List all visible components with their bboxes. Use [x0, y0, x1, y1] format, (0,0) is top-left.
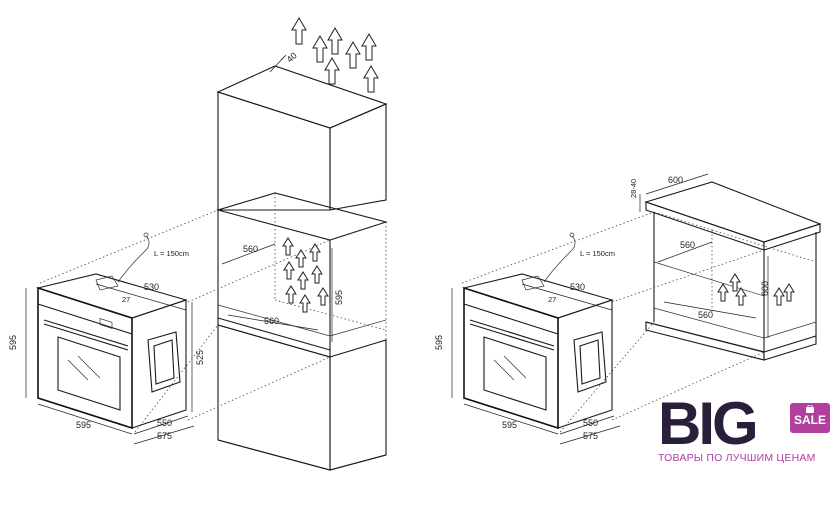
- dim-top-depth: 530: [144, 282, 159, 292]
- logo-wordmark: BIG: [658, 390, 759, 457]
- dim-niche-height: 595: [334, 290, 344, 305]
- dim-top-gap-right: 27: [548, 295, 556, 304]
- dim-side-height: 525: [195, 350, 205, 365]
- oven-left: [35, 232, 188, 430]
- oven-right: [461, 232, 614, 430]
- column-cabinet: [215, 65, 388, 471]
- dim-width: 595: [76, 420, 91, 430]
- airflow-arrows-counter: [717, 273, 795, 306]
- dim-depth-total-right: 575: [583, 431, 598, 441]
- dim-niche-width: 560: [243, 244, 258, 254]
- dim-depth-body-right: 550: [583, 418, 598, 428]
- guide-lines-right: [461, 211, 765, 433]
- shopping-bag-icon: [806, 405, 814, 413]
- dim-top-gap-oven: 27: [122, 295, 130, 304]
- dim-height: 595: [8, 335, 18, 350]
- airflow-arrows-niche: [282, 237, 329, 313]
- counter-cabinet: [644, 181, 822, 361]
- dim-depth-total: 575: [157, 431, 172, 441]
- dim-counter-niche-width: 560: [680, 240, 695, 250]
- cabinet-dimensions: 40 560 560 595: [221, 50, 344, 342]
- dim-gap: 28-40: [629, 179, 638, 198]
- guide-lines-left: [39, 209, 331, 433]
- dim-counter-niche-height: 600: [760, 281, 770, 296]
- counter-dimensions: 28-40 600 560 560 600: [629, 173, 770, 338]
- cable-label-right: L = 150cm: [580, 249, 615, 258]
- oven-left-dimensions: L = 150cm 595 595 530 27 525 550 575: [8, 249, 205, 445]
- oven-right-dimensions: L = 150cm 595 595 530 27 550 575: [434, 249, 621, 445]
- cable-label-left: L = 150cm: [154, 249, 189, 258]
- dim-depth-body: 550: [157, 418, 172, 428]
- dim-counter-niche-width-bottom: 560: [698, 310, 713, 320]
- airflow-arrows-top: [291, 17, 379, 93]
- logo-sale-text: SALE: [793, 413, 826, 427]
- dim-height-right: 595: [434, 335, 444, 350]
- dim-top-depth-right: 530: [570, 282, 585, 292]
- logo-sale-badge: SALE: [790, 403, 830, 433]
- dim-counter-depth: 600: [668, 175, 683, 185]
- dim-width-right: 595: [502, 420, 517, 430]
- logo-tagline: ТОВАРЫ ПО ЛУЧШИМ ЦЕНАМ: [658, 452, 816, 464]
- dim-top-gap: 40: [285, 50, 299, 64]
- dim-niche-width-bottom: 560: [264, 316, 279, 326]
- big-sale-logo: BIG SALE ТОВАРЫ ПО ЛУЧШИМ ЦЕНАМ: [656, 394, 834, 468]
